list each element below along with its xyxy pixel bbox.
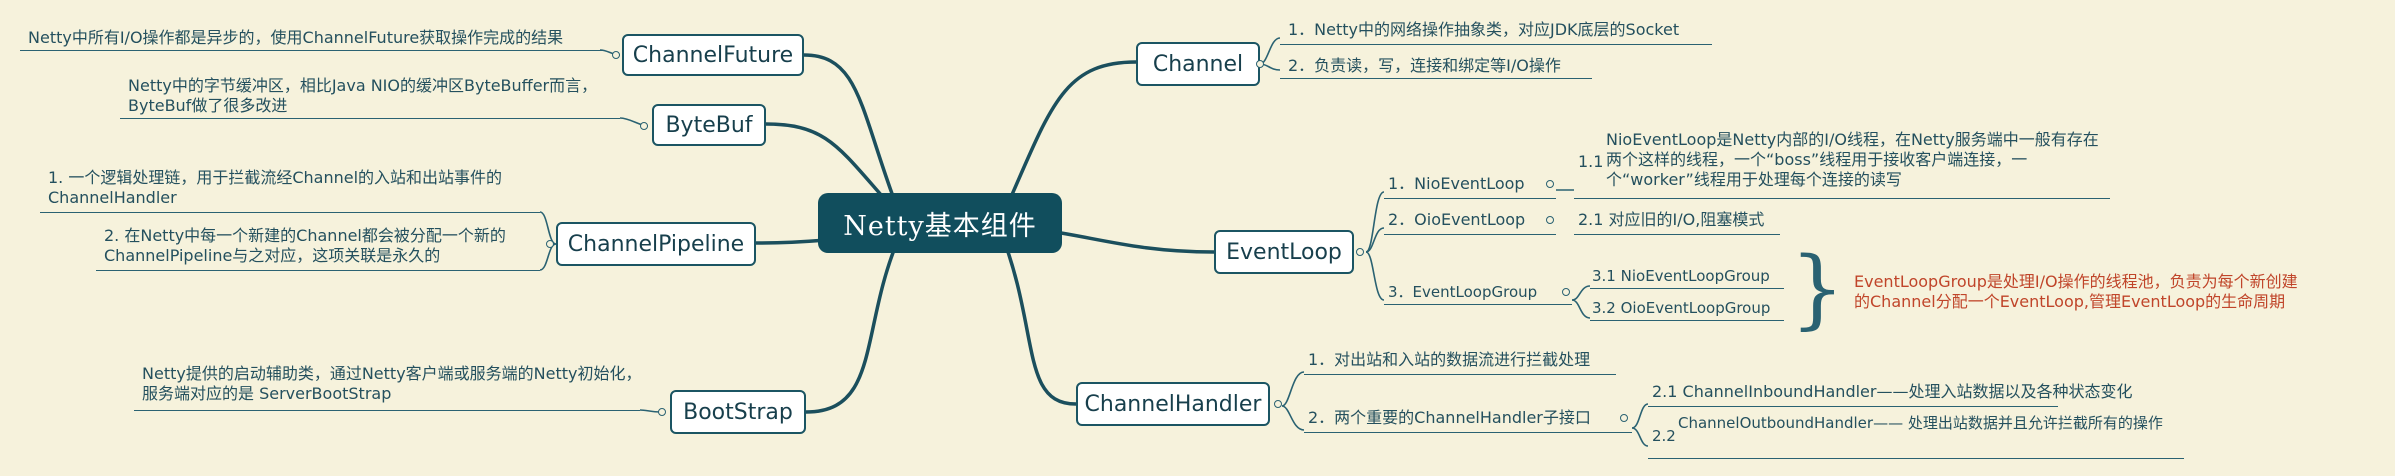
collapse-toggle-icon[interactable] [1546,216,1554,224]
collapse-toggle-icon[interactable] [612,51,620,59]
collapse-toggle-icon[interactable] [1274,400,1282,408]
oioeventloopgroup-item: 3.2 OioEventLoopGroup [1592,299,1771,317]
eventloopgroup-note: EventLoopGroup是处理I/O操作的线程池，负责为每个新创建的Chan… [1854,272,2298,311]
eventloopgroup-label: 3．EventLoopGroup [1388,283,1538,301]
bootstrap-node[interactable]: BootStrap [670,390,806,434]
divider [1384,198,1556,199]
divider [1304,432,1632,433]
summary-brace-icon: } [1790,239,1845,339]
divider [1280,44,1712,45]
collapse-toggle-icon[interactable] [1620,414,1628,422]
divider [40,212,540,213]
divider [1384,304,1572,305]
channel-node[interactable]: Channel [1136,42,1260,86]
collapse-toggle-icon[interactable] [1562,288,1570,296]
divider [1590,288,1784,289]
bootstrap-description: Netty提供的启动辅助类，通过Netty客户端或服务端的Netty初始化，服务… [142,364,642,403]
divider [96,270,540,271]
divider [134,410,640,411]
divider [1574,234,1780,235]
oioeventloop-label: 2．OioEventLoop [1388,210,1526,229]
channel-item-1: 1．Netty中的网络操作抽象类，对应JDK底层的Socket [1288,20,1680,39]
channelhandler-item-1: 1．对出站和入站的数据流进行拦截处理 [1308,350,1591,369]
nioeventloop-description: NioEventLoop是Netty内部的I/O线程，在Netty服务端中一般有… [1606,130,2099,189]
channelhandler-node[interactable]: ChannelHandler [1076,382,1270,426]
bytebuf-node[interactable]: ByteBuf [652,104,766,146]
inbound-handler-item: 2.1 ChannelInboundHandler——处理入站数据以及各种状态变… [1652,382,2133,401]
collapse-toggle-icon[interactable] [1356,248,1364,256]
divider [120,118,620,119]
collapse-toggle-icon[interactable] [640,122,648,130]
channelfuture-node[interactable]: ChannelFuture [622,34,804,76]
divider [1590,320,1784,321]
central-topic[interactable]: Netty基本组件 [818,193,1062,253]
channel-item-2: 2．负责读，写，连接和绑定等I/O操作 [1288,56,1561,75]
outbound-handler-number: 2.2 [1652,427,1676,445]
divider [1648,406,2058,407]
nioeventloop-label: 1．NioEventLoop [1388,174,1525,193]
divider [1384,234,1556,235]
channelpipeline-node[interactable]: ChannelPipeline [556,222,756,266]
divider [1304,374,1616,375]
eventloop-node[interactable]: EventLoop [1214,230,1354,274]
nioeventloop-number: 1.1 [1578,152,1604,171]
channelpipeline-description-1: 1. 一个逻辑处理链，用于拦截流经Channel的入站和出站事件的Channel… [48,168,503,207]
channelhandler-item-2: 2．两个重要的ChannelHandler子接口 [1308,408,1591,427]
bytebuf-description: Netty中的字节缓冲区，相比Java NIO的缓冲区ByteBuffer而言，… [128,76,598,115]
divider [20,50,604,51]
divider [1574,198,2110,199]
collapse-toggle-icon[interactable] [1256,60,1264,68]
collapse-toggle-icon[interactable] [546,240,554,248]
collapse-toggle-icon[interactable] [1546,180,1554,188]
nioeventloopgroup-item: 3.1 NioEventLoopGroup [1592,267,1770,285]
channelpipeline-description-2: 2. 在Netty中每一个新建的Channel都会被分配一个新的ChannelP… [104,226,506,265]
channelfuture-description: Netty中所有I/O操作都是异步的，使用ChannelFuture获取操作完成… [28,28,564,47]
collapse-toggle-icon[interactable] [658,408,666,416]
outbound-handler-item: ChannelOutboundHandler—— 处理出站数据并且允许拦截所有的… [1678,414,2163,432]
divider [1648,458,2184,459]
oioeventloop-description: 2.1 对应旧的I/O,阻塞模式 [1578,210,1765,229]
divider [1280,78,1592,79]
